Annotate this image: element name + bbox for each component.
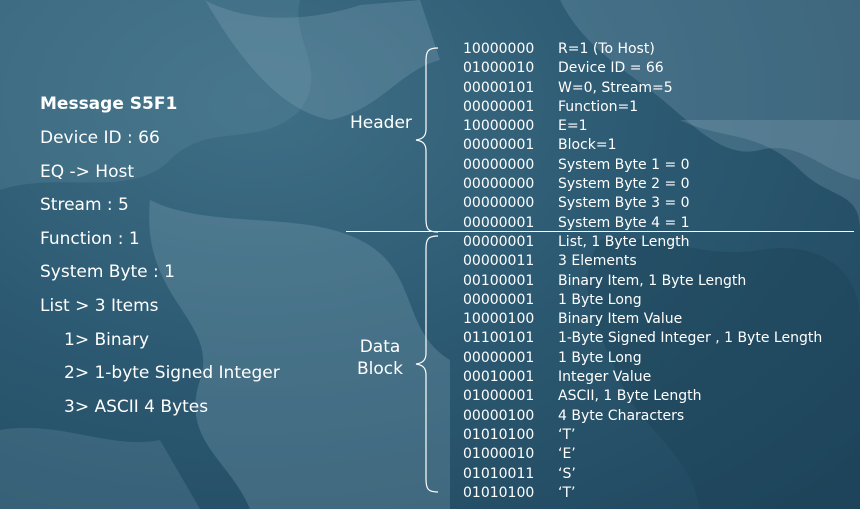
byte-description: ASCII, 1 Byte Length bbox=[558, 388, 702, 405]
byte-description: 1 Byte Long bbox=[558, 349, 642, 366]
byte-bits: 00000000 bbox=[463, 156, 535, 173]
byte-description: ‘T’ bbox=[558, 484, 576, 501]
byte-description: Integer Value bbox=[558, 369, 652, 386]
byte-row: 00000000 System Byte 2 = 0 bbox=[463, 175, 822, 194]
summary-sub-item: 1> Binary bbox=[64, 329, 150, 350]
byte-bits: 00000001 bbox=[463, 233, 535, 250]
byte-row: 01010011 ‘S’ bbox=[463, 465, 822, 484]
byte-description: System Byte 4 = 1 bbox=[558, 214, 690, 231]
byte-row: 00000011 3 Elements bbox=[463, 252, 822, 271]
byte-description: 3 Elements bbox=[558, 253, 637, 270]
byte-row: 00000001 1 Byte Long bbox=[463, 291, 822, 310]
data-block-brace-icon bbox=[415, 235, 439, 493]
byte-row: 00000100 4 Byte Characters bbox=[463, 407, 822, 426]
byte-row: 01000010 ‘E’ bbox=[463, 445, 822, 464]
byte-bits: 00000000 bbox=[463, 195, 535, 212]
byte-bits: 01000010 bbox=[463, 446, 535, 463]
byte-description: E=1 bbox=[558, 118, 588, 135]
byte-description: System Byte 3 = 0 bbox=[558, 195, 690, 212]
byte-description: R=1 (To Host) bbox=[558, 41, 655, 57]
byte-description: ‘T’ bbox=[558, 426, 576, 443]
byte-bits: 01000010 bbox=[463, 60, 535, 77]
byte-bits: 00000001 bbox=[463, 98, 535, 115]
byte-row: 10000000 E=1 bbox=[463, 117, 822, 136]
byte-row: 00000001 System Byte 4 = 1 bbox=[463, 214, 822, 233]
byte-description: W=0, Stream=5 bbox=[558, 79, 673, 96]
header-label-text: Header bbox=[350, 113, 412, 133]
data-block-label: Data Block bbox=[357, 336, 403, 380]
byte-row: 00000001 Block=1 bbox=[463, 136, 822, 155]
header-label: Header bbox=[350, 112, 412, 134]
header-brace-icon bbox=[415, 47, 439, 233]
byte-row: 00100001 Binary Item, 1 Byte Length bbox=[463, 272, 822, 291]
byte-bits: 01100101 bbox=[463, 330, 535, 347]
byte-bits: 10000000 bbox=[463, 118, 535, 135]
byte-bits: 01010100 bbox=[463, 426, 535, 443]
byte-description: Binary Item Value bbox=[558, 311, 683, 328]
byte-bits: 00000100 bbox=[463, 407, 535, 424]
byte-description: Function=1 bbox=[558, 98, 639, 115]
byte-row: 01010100 ‘T’ bbox=[463, 484, 822, 503]
byte-bits: 01010011 bbox=[463, 465, 535, 482]
message-summary: Message S5F1 Device ID : 66 EQ -> Host S… bbox=[40, 89, 280, 424]
byte-row: 10000000 R=1 (To Host) bbox=[463, 40, 822, 59]
summary-sub-item: 2> 1-byte Signed Integer bbox=[64, 363, 280, 384]
byte-description: 4 Byte Characters bbox=[558, 407, 685, 424]
byte-bits: 00000001 bbox=[463, 137, 535, 154]
summary-line: Stream : 5 bbox=[40, 195, 129, 216]
section-divider bbox=[346, 230, 854, 232]
byte-bits: 00100001 bbox=[463, 272, 535, 289]
summary-line: EQ -> Host bbox=[40, 161, 135, 182]
byte-bits: 01000001 bbox=[463, 388, 535, 405]
byte-row: 00010001 Integer Value bbox=[463, 368, 822, 387]
data-block-label-line1: Data bbox=[359, 337, 401, 357]
byte-row: 00000001 Function=1 bbox=[463, 98, 822, 117]
byte-table: 10000000 R=1 (To Host) 01000010 Device ID … bbox=[463, 40, 822, 503]
byte-description: ‘S’ bbox=[558, 465, 576, 482]
byte-bits: 00000001 bbox=[463, 214, 535, 231]
byte-row: 01000001 ASCII, 1 Byte Length bbox=[463, 387, 822, 406]
byte-bits: 00000001 bbox=[463, 349, 535, 366]
byte-row: 00000001 1 Byte Long bbox=[463, 349, 822, 368]
byte-bits: 00000101 bbox=[463, 79, 535, 96]
data-rows: 00000001 List, 1 Byte Length 00000011 3 El… bbox=[463, 233, 822, 503]
byte-row: 01010100 ‘T’ bbox=[463, 426, 822, 445]
summary-line: Function : 1 bbox=[40, 228, 140, 249]
header-rows: 10000000 R=1 (To Host) 01000010 Device ID … bbox=[463, 40, 822, 233]
byte-bits: 00000001 bbox=[463, 291, 535, 308]
byte-bits: 10000100 bbox=[463, 311, 535, 328]
byte-row: 00000001 List, 1 Byte Length bbox=[463, 233, 822, 252]
byte-row: 01100101 1-Byte Signed Integer , 1 Byte L… bbox=[463, 329, 822, 348]
byte-description: Device ID = 66 bbox=[558, 60, 664, 77]
byte-description: System Byte 1 = 0 bbox=[558, 156, 690, 173]
byte-bits: 00010001 bbox=[463, 369, 535, 386]
byte-bits: 01010100 bbox=[463, 484, 535, 501]
summary-line: List > 3 Items bbox=[40, 295, 159, 316]
summary-line: System Byte : 1 bbox=[40, 262, 175, 283]
byte-row: 01000010 Device ID = 66 bbox=[463, 59, 822, 78]
data-block-label-line2: Block bbox=[357, 359, 403, 379]
byte-description: Block=1 bbox=[558, 137, 617, 154]
message-title: Message S5F1 bbox=[40, 94, 178, 114]
byte-description: System Byte 2 = 0 bbox=[558, 176, 690, 193]
byte-description: 1 Byte Long bbox=[558, 291, 642, 308]
byte-bits: 10000000 bbox=[463, 41, 535, 57]
summary-sub-item: 3> ASCII 4 Bytes bbox=[64, 396, 209, 417]
byte-row: 00000101 W=0, Stream=5 bbox=[463, 79, 822, 98]
byte-description: List, 1 Byte Length bbox=[558, 233, 690, 250]
summary-line: Device ID : 66 bbox=[40, 128, 160, 148]
byte-bits: 00000011 bbox=[463, 253, 535, 270]
byte-description: ‘E’ bbox=[558, 446, 576, 463]
byte-description: 1-Byte Signed Integer , 1 Byte Length bbox=[558, 330, 823, 347]
byte-row: 00000000 System Byte 3 = 0 bbox=[463, 194, 822, 213]
byte-row: 00000000 System Byte 1 = 0 bbox=[463, 156, 822, 175]
byte-description: Binary Item, 1 Byte Length bbox=[558, 272, 747, 289]
byte-bits: 00000000 bbox=[463, 176, 535, 193]
byte-row: 10000100 Binary Item Value bbox=[463, 310, 822, 329]
